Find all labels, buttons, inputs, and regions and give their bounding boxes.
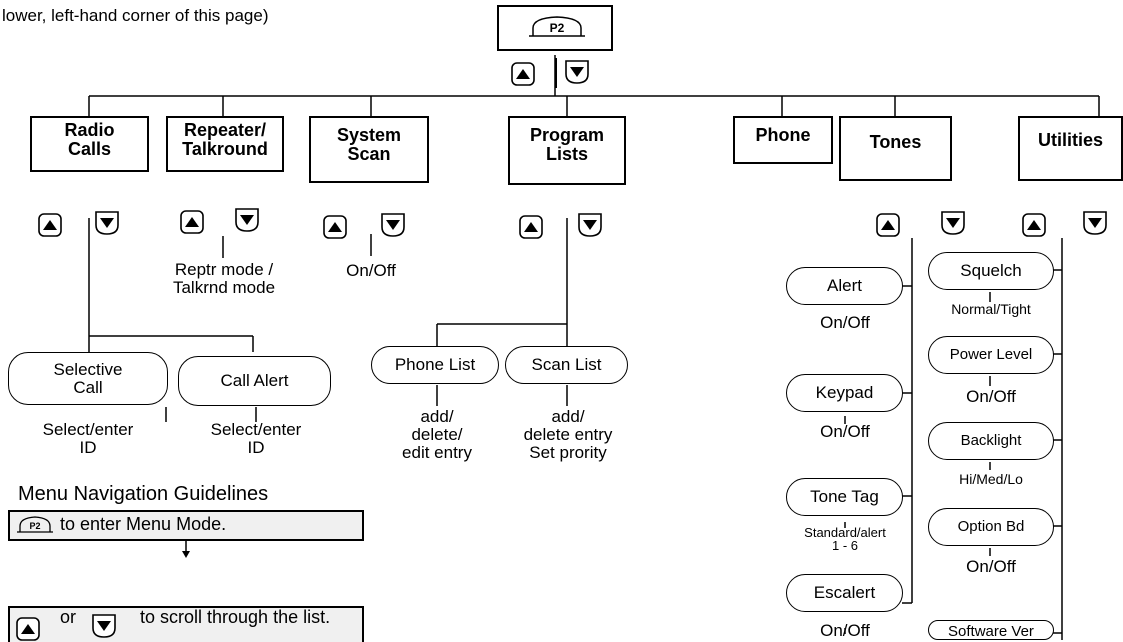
guidelines-title: Menu Navigation Guidelines — [18, 483, 269, 505]
menu-item-backlight[interactable]: Backlight — [928, 422, 1054, 460]
guideline-or-text: or — [60, 607, 77, 627]
tone-tag-desc: Standard/alert 1 - 6 — [804, 525, 886, 553]
up-arrow-icon[interactable] — [1022, 213, 1046, 237]
keypad-desc: On/Off — [820, 422, 870, 441]
down-arrow-icon[interactable] — [578, 213, 602, 237]
down-arrow-icon[interactable] — [381, 213, 405, 237]
option-bd-desc: On/Off — [966, 557, 1016, 576]
category-radio-calls[interactable]: Radio Calls — [30, 116, 149, 172]
category-tones[interactable]: Tones — [839, 116, 952, 181]
svg-text:P2: P2 — [29, 521, 40, 531]
call-alert-desc: Select/enter ID — [210, 420, 302, 457]
system-scan-desc: On/Off — [346, 261, 396, 280]
up-arrow-icon[interactable] — [16, 617, 40, 641]
menu-item-tone-tag[interactable]: Tone Tag — [786, 478, 903, 516]
p2-key-icon[interactable]: P2 — [527, 12, 587, 40]
category-utilities[interactable]: Utilities — [1018, 116, 1123, 181]
down-arrow-icon[interactable] — [565, 60, 589, 84]
divider — [555, 58, 557, 88]
down-arrow-icon[interactable] — [1083, 211, 1107, 235]
guideline-step-1 — [8, 510, 364, 541]
down-arrow-icon[interactable] — [92, 614, 116, 638]
p2-key-label: P2 — [550, 21, 565, 35]
category-program-lists[interactable]: Program Lists — [508, 116, 626, 185]
menu-item-software-ver[interactable]: Software Ver — [928, 620, 1054, 640]
up-arrow-icon[interactable] — [38, 213, 62, 237]
down-arrow-icon[interactable] — [941, 211, 965, 235]
down-arrow-icon[interactable] — [95, 211, 119, 235]
down-arrow-icon[interactable] — [235, 208, 259, 232]
up-arrow-icon[interactable] — [519, 215, 543, 239]
category-phone[interactable]: Phone — [733, 116, 833, 164]
menu-item-power-level[interactable]: Power Level — [928, 336, 1054, 374]
guideline-step-2 — [8, 606, 364, 642]
guideline-step-1-text: to enter Menu Mode. — [60, 514, 227, 534]
menu-item-scan-list[interactable]: Scan List — [505, 346, 628, 384]
guideline-step-2-text: to scroll through the list. — [140, 607, 331, 627]
menu-item-alert[interactable]: Alert — [786, 267, 903, 305]
scan-list-desc: add/ delete entry Set prority — [523, 407, 613, 462]
backlight-desc: Hi/Med/Lo — [959, 471, 1023, 487]
menu-item-call-alert[interactable]: Call Alert — [178, 356, 331, 406]
up-arrow-icon[interactable] — [323, 215, 347, 239]
escalert-desc: On/Off — [820, 621, 870, 640]
menu-item-escalert[interactable]: Escalert — [786, 574, 903, 612]
menu-item-selective-call[interactable]: Selective Call — [8, 352, 168, 405]
header-note: lower, left-hand corner of this page) — [2, 6, 269, 25]
category-system-scan[interactable]: System Scan — [309, 116, 429, 183]
menu-item-squelch[interactable]: Squelch — [928, 252, 1054, 290]
repeater-mode-desc: Reptr mode / Talkrnd mode — [172, 260, 276, 297]
p2-root-box — [497, 5, 613, 51]
phone-list-desc: add/ delete/ edit entry — [402, 407, 472, 462]
menu-item-keypad[interactable]: Keypad — [786, 374, 903, 412]
menu-item-phone-list[interactable]: Phone List — [371, 346, 499, 384]
squelch-desc: Normal/Tight — [951, 301, 1031, 317]
up-arrow-icon[interactable] — [180, 210, 204, 234]
category-repeater-talkround[interactable]: Repeater/ Talkround — [166, 116, 284, 172]
menu-item-option-bd[interactable]: Option Bd — [928, 508, 1054, 546]
alert-desc: On/Off — [820, 313, 870, 332]
up-arrow-icon[interactable] — [876, 213, 900, 237]
selective-call-desc: Select/enter ID — [42, 420, 134, 457]
p2-key-icon[interactable]: P2 — [16, 514, 54, 536]
power-level-desc: On/Off — [966, 387, 1016, 406]
up-arrow-icon[interactable] — [511, 62, 535, 86]
